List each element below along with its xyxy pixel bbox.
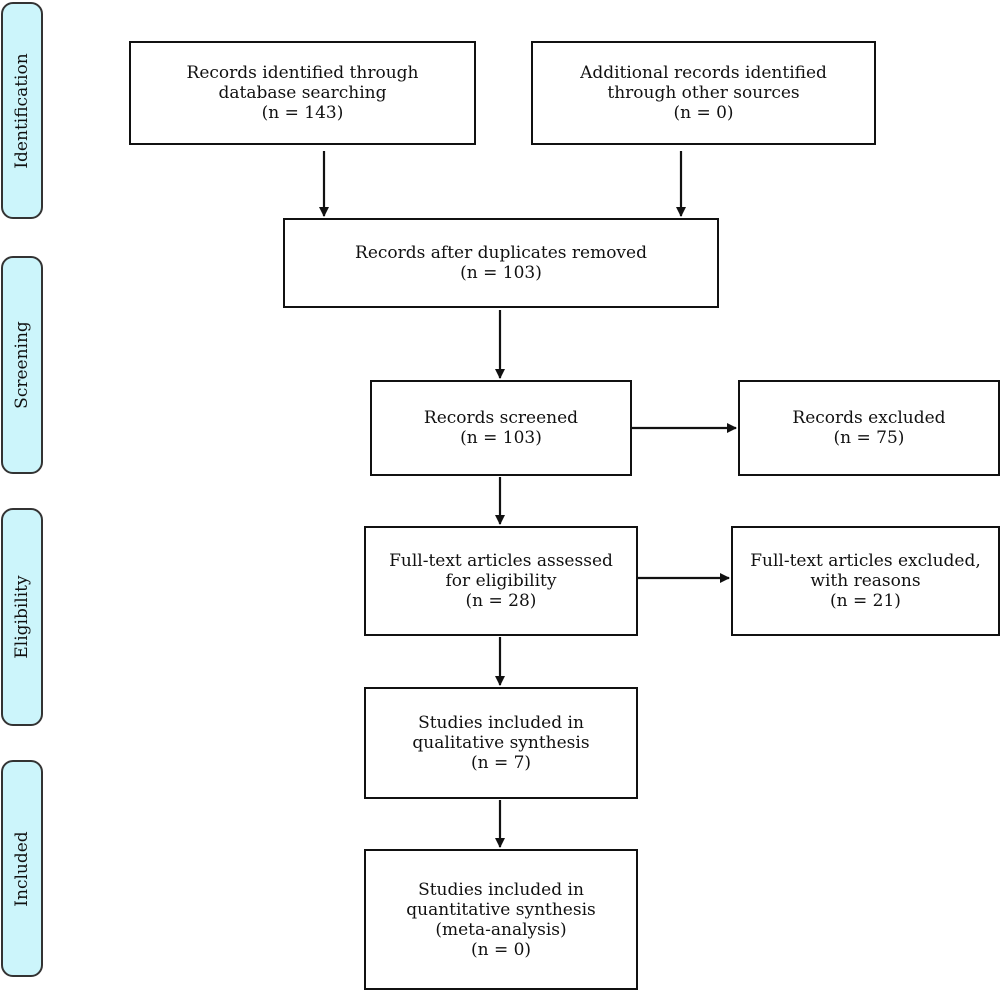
fulltext-excluded-box: Full-text articles excluded, with reason…	[731, 526, 1000, 636]
phase-eligibility: Eligibility	[1, 508, 43, 726]
database-records-box: Records identified through database sear…	[129, 41, 476, 145]
quantitative-synthesis-box: Studies included in quantitative synthes…	[364, 849, 638, 990]
phase-identification: Identification	[1, 2, 43, 219]
duplicates-removed-box: Records after duplicates removed (n = 10…	[283, 218, 719, 308]
phase-screening: Screening	[1, 256, 43, 474]
records-screened-box: Records screened (n = 103)	[370, 380, 632, 476]
phase-included: Included	[1, 760, 43, 977]
records-excluded-box: Records excluded (n = 75)	[738, 380, 1000, 476]
fulltext-assessed-box: Full-text articles assessed for eligibil…	[364, 526, 638, 636]
other-sources-box: Additional records identified through ot…	[531, 41, 876, 145]
qualitative-synthesis-box: Studies included in qualitative synthesi…	[364, 687, 638, 799]
